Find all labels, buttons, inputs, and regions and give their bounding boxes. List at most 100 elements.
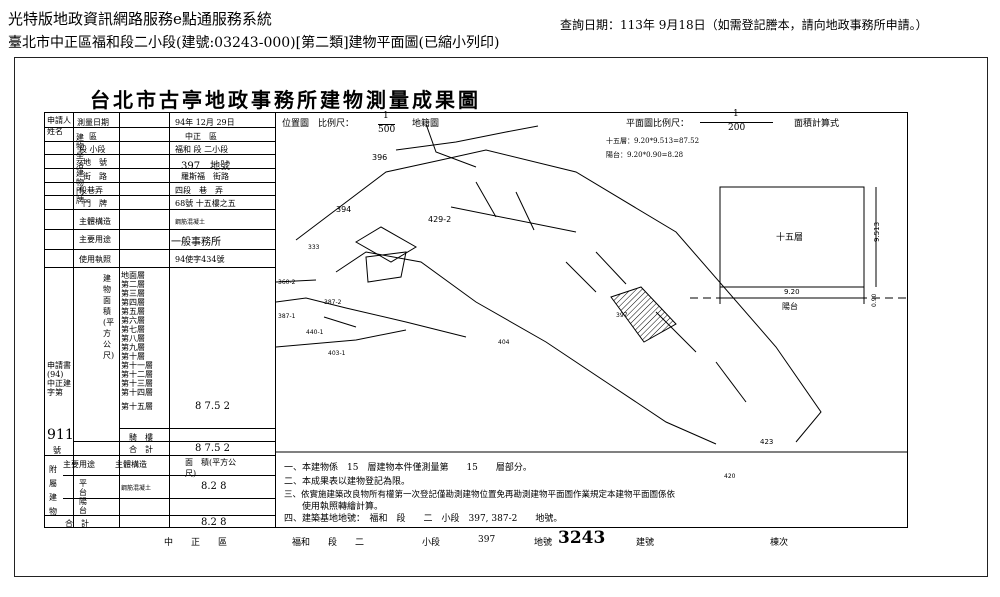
footer-lot-label: 地號 (534, 538, 553, 548)
note-3-continued: 使用執照轉繪計算。 (284, 502, 384, 512)
applicant-label: 申請人姓名 (47, 116, 71, 136)
land-plan-label: 地籍圖 (412, 119, 440, 129)
floor-15: 第十五層 (121, 402, 153, 411)
annex-use: 平台陽台 (79, 479, 87, 515)
location-scale-numerator: 1 (383, 111, 389, 121)
document-title: 台北市古亭地政事務所建物測量成果圖 (90, 88, 481, 112)
total-area: 8 7.5 2 (195, 443, 230, 454)
application-number: 911 (47, 427, 74, 443)
floor-11: 第十一層 (121, 361, 153, 370)
annex-use-label: 主要用途 (63, 460, 95, 469)
floor-scale-numerator: 1 (733, 109, 739, 119)
survey-plan-area (276, 112, 908, 528)
parcel-396: 396 (372, 153, 387, 162)
floor-1: 地面層 (121, 271, 145, 280)
section-label: 段 小段 (79, 145, 106, 154)
application-number-label: 申請書(94)中正建字第 (47, 361, 71, 397)
license-number: 94使字434號 (175, 255, 225, 264)
lot-label: 地 號 (83, 158, 107, 167)
door-label: 門 牌 (83, 199, 107, 208)
query-date: 查詢日期：113年 9月18日（如需登記謄本，請向地政事務所申請。） (560, 18, 928, 32)
area-calc-label: 面積計算式 (794, 119, 840, 129)
footer-block-label: 棟次 (770, 538, 789, 548)
dimension-balcony: 0.90 (871, 293, 878, 307)
floor-6: 第六層 (121, 316, 145, 325)
application-number-suffix: 號 (53, 446, 61, 455)
floor-15-area: 8 7.5 2 (195, 401, 230, 412)
street: 羅斯福 街路 (181, 172, 229, 181)
group-door: 建物門牌 (76, 169, 84, 205)
dimension-height: 9.513 (873, 222, 881, 242)
cadastral-map: 396 394 429-2 397 404 423 360-2 387-1 38… (276, 123, 908, 480)
floor-7: 第七層 (121, 325, 145, 334)
floors-group-label: 建物面積(平方公尺) (103, 274, 115, 360)
survey-date-label: 測量日期 (77, 118, 109, 127)
parcel-387-1: 387-1 (278, 313, 296, 320)
lane: 四段 巷 弄 (175, 186, 223, 195)
floor-8: 第八層 (121, 334, 145, 343)
building-info-table: 申請人姓名 測量日期 94年 12月 29日 區 中正 區 段 小段 福和 段 … (44, 112, 276, 528)
footer-lot: 397 (478, 535, 496, 545)
footer-building-number: 3243 (558, 528, 606, 548)
floor-5: 第五層 (121, 307, 145, 316)
floor-13: 第十三層 (121, 379, 153, 388)
balcony-label: 陽台 (782, 301, 798, 311)
section: 福和 段 二小段 (175, 145, 229, 154)
floor-10: 第十層 (121, 352, 145, 361)
area-calc-line-2: 陽台：9.20*0.90=8.28 (606, 151, 684, 159)
note-2: 二、本成果表以建物登記為限。 (284, 477, 411, 487)
parcel-423: 423 (760, 438, 773, 446)
floor-9: 第九層 (121, 343, 145, 352)
footer-building-label: 建號 (636, 538, 655, 548)
street-label: 街 路 (83, 172, 107, 181)
floor-plan-scale-label: 平面圖比例尺： (626, 119, 690, 129)
district: 中正 區 (185, 132, 217, 141)
parcel-333: 333 (308, 244, 320, 251)
floor-3: 第三層 (121, 289, 145, 298)
door-number: 68號 十五樓之五 (175, 199, 236, 208)
note-3: 三、依實施建築改良物所有權第一次登記僅勘測建物位置免再勘測建物平面圖作業規定本建… (284, 490, 676, 500)
survey-date: 94年 12月 29日 (175, 118, 235, 127)
system-title: 光特版地政資訊網路服務e點通服務系統 (8, 10, 272, 28)
group-location: 建物坐落 (76, 133, 84, 169)
footer-section: 福和 段 二 (292, 538, 365, 548)
floor-15-label: 十五層 (776, 231, 803, 243)
dimension-width: 9.20 (784, 288, 800, 296)
parcel-420: 420 (724, 473, 736, 480)
parcel-404: 404 (498, 339, 510, 346)
annex-total: 8.2 8 (201, 517, 227, 528)
annex-area: 8.2 8 (201, 481, 227, 492)
lot: 397 地號 (181, 161, 231, 172)
floor-14: 第十四層 (121, 388, 153, 397)
footer-district: 中 正 區 (164, 538, 228, 548)
note-4: 四、建築基地地號： 福和 段 二 小段 397, 387-2 地號。 (284, 514, 563, 524)
district-label: 區 (89, 132, 97, 141)
location-map-label: 位置圖 比例尺： (282, 119, 355, 129)
structure: 鋼筋混凝土 (175, 219, 206, 226)
parcel-394: 394 (336, 205, 351, 214)
annex-label: 附屬建物 (49, 465, 57, 516)
document-frame (14, 57, 988, 577)
annex-structure: 鋼筋混凝土 (121, 485, 152, 492)
parcel-397: 397 (616, 312, 628, 319)
footer-subsection: 小段 (422, 538, 441, 548)
annex-structure-label: 主體構造 (115, 460, 147, 469)
parcel-429-2: 429-2 (428, 215, 451, 224)
document-subtitle: 臺北市中正區福和段二小段(建號:03243-000)[第二類]建物平面圖(已縮小… (8, 35, 500, 51)
annex-area-label: 面 積(平方公尺) (185, 458, 237, 478)
floor-2: 第二層 (121, 280, 145, 289)
main-use: 一般事務所 (171, 237, 221, 248)
floor-4: 第四層 (121, 298, 145, 307)
arcade-label: 騎 樓 (129, 433, 153, 442)
annex-total-label: 合 計 (65, 519, 89, 528)
parcel-360-2: 360-2 (278, 279, 296, 286)
use-label: 主要用途 (79, 235, 111, 244)
license-label: 使用執照 (79, 255, 111, 264)
area-calc-line-1: 十五層：9.20*9.513=87.52 (606, 137, 700, 145)
structure-label: 主體構造 (79, 217, 111, 226)
floor-scale-denominator: 200 (700, 122, 774, 133)
total-label: 合 計 (129, 445, 153, 454)
floor-15-plan (719, 186, 865, 288)
location-scale-denominator: 500 (378, 124, 396, 135)
parcel-387-2: 387-2 (324, 299, 342, 306)
